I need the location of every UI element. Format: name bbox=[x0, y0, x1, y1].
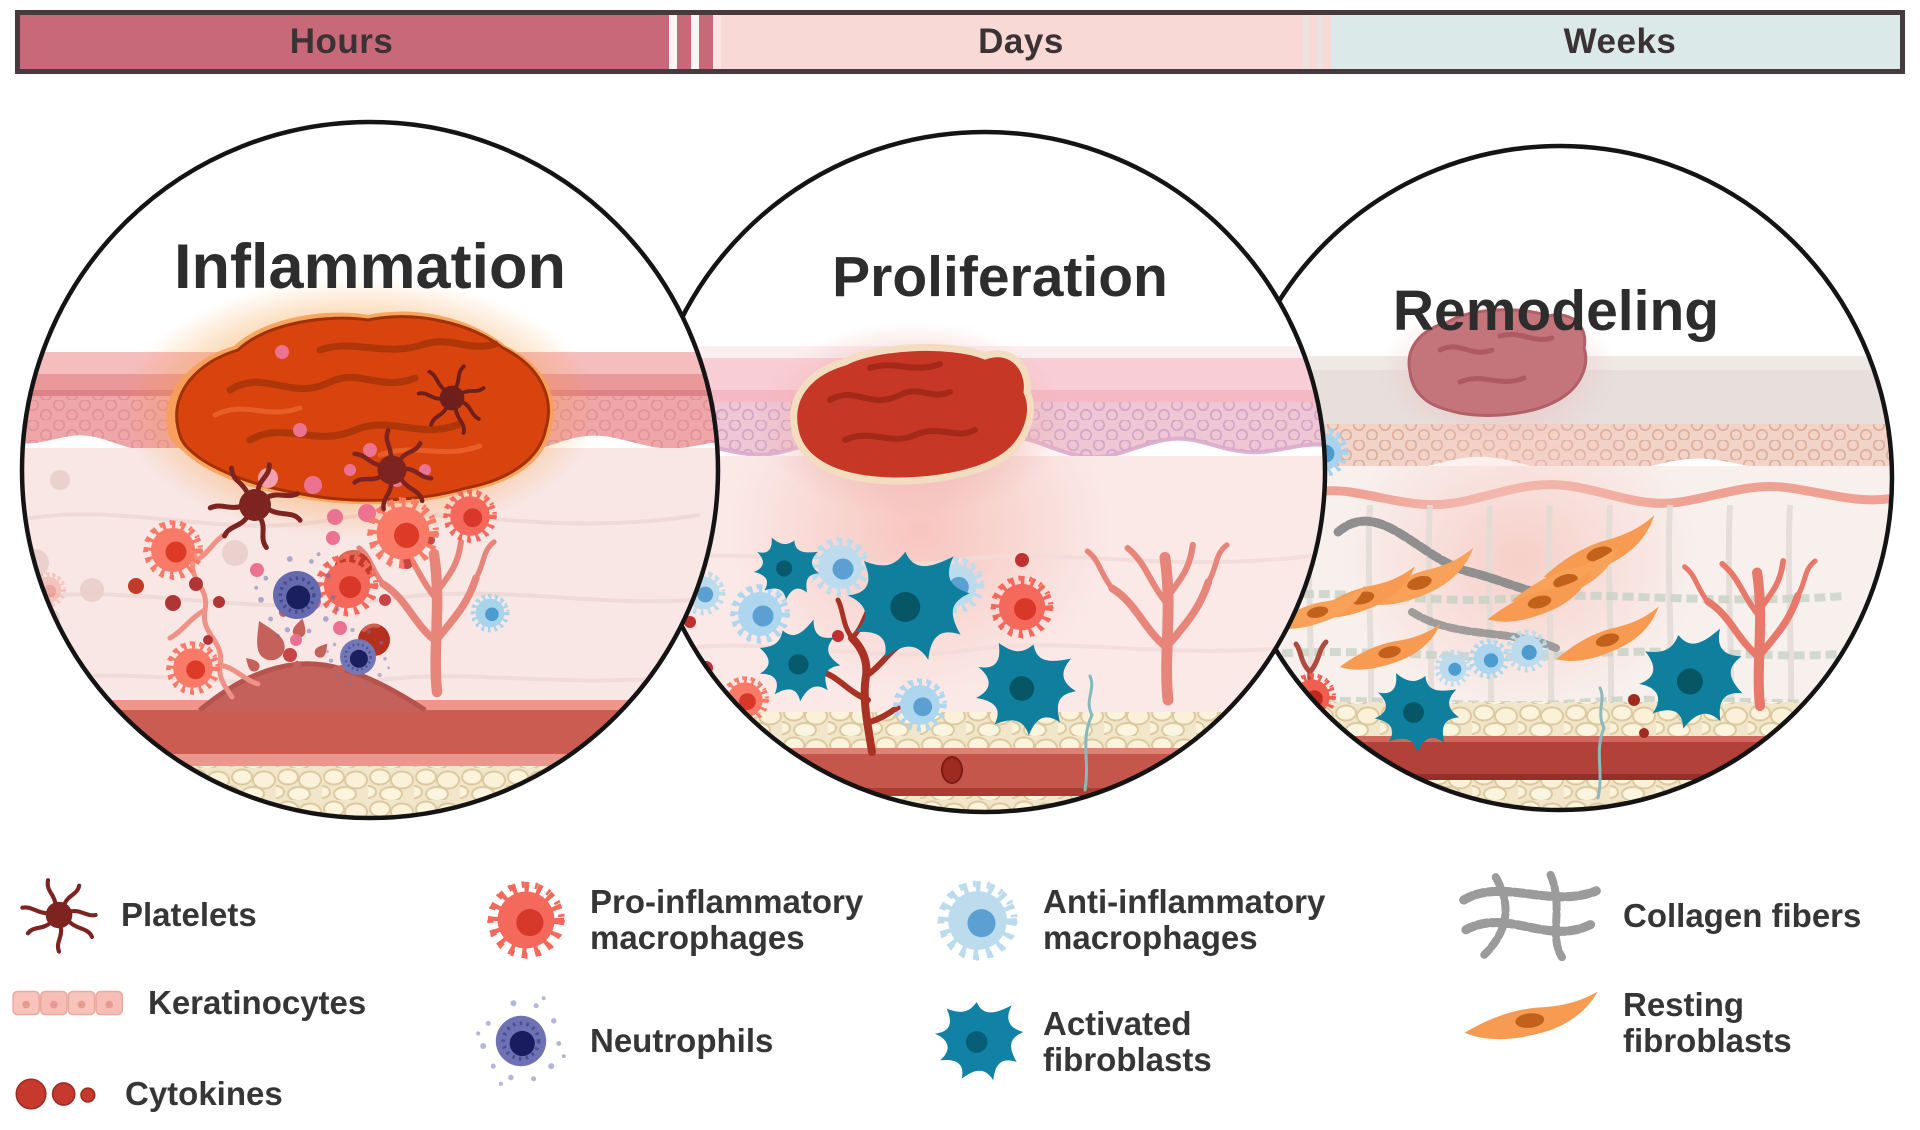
legend-item-pro-inflammatory-macrophages: Pro-inflammatory macrophages bbox=[480, 868, 863, 972]
lymph-thread-icon bbox=[1083, 674, 1094, 792]
timeline-hours-label: Hours bbox=[289, 22, 394, 61]
timeline-weeks-label: Weeks bbox=[1563, 22, 1677, 61]
phase-circle-remodeling bbox=[1225, 143, 1895, 813]
legend-item-platelets: Platelets bbox=[15, 865, 257, 965]
legend-label: Platelets bbox=[121, 895, 257, 933]
legend-label: Anti-inflammatory macrophages bbox=[1043, 882, 1326, 956]
neutrophils-icon bbox=[476, 996, 566, 1086]
red-blood-cell-in-vessel bbox=[941, 756, 963, 784]
phase-circle-inflammation bbox=[19, 119, 721, 821]
scab-remodeling bbox=[1378, 300, 1618, 444]
timeline-weeks-segment: Weeks bbox=[1340, 15, 1900, 69]
phase-circle-proliferation bbox=[642, 129, 1328, 815]
resting-fibroblast-icon bbox=[1464, 991, 1598, 1040]
scab-inflammation bbox=[120, 278, 600, 538]
phase-title-remodeling: Remodeling bbox=[1393, 279, 1719, 343]
phase-title-proliferation: Proliferation bbox=[832, 245, 1168, 309]
legend-label: Cytokines bbox=[125, 1074, 283, 1112]
collagen-fibers-icon bbox=[1463, 874, 1597, 958]
legend-item-collagen-fibers: Collagen fibers bbox=[1455, 868, 1861, 964]
bleeding-spurt bbox=[242, 602, 351, 712]
legend-item-anti-inflammatory-macrophages: Anti-inflammatory macrophages bbox=[930, 868, 1325, 972]
timeline-bar: Hours Days Weeks bbox=[15, 10, 1905, 74]
legend-label: Collagen fibers bbox=[1623, 896, 1862, 934]
legend-label: Neutrophils bbox=[590, 1021, 774, 1059]
anti-inflammatory-macrophage-cell bbox=[472, 595, 508, 631]
phase-title-inflammation: Inflammation bbox=[174, 232, 566, 302]
legend-label: Activated fibroblasts bbox=[1043, 1004, 1212, 1078]
pro-inflammatory-macrophage-icon bbox=[490, 884, 562, 956]
timeline-transition-days-weeks bbox=[1297, 15, 1340, 69]
legend-item-keratinocytes: Keratinocytes bbox=[10, 965, 366, 1041]
timeline-days-label: Days bbox=[978, 22, 1064, 61]
legend-label: Keratinocytes bbox=[148, 983, 367, 1021]
keratinocytes-icon bbox=[12, 990, 124, 1016]
legend-item-resting-fibroblasts: Resting fibroblasts bbox=[1455, 975, 1792, 1071]
legend-item-activated-fibroblasts: Activated fibroblasts bbox=[925, 990, 1212, 1094]
legend-label: Resting fibroblasts bbox=[1623, 985, 1792, 1059]
legend-item-cytokines: Cytokines bbox=[14, 1062, 283, 1126]
timeline-days-segment: Days bbox=[745, 15, 1297, 69]
vessel-plant-icon bbox=[165, 531, 261, 700]
anti-inflammatory-macrophage-icon bbox=[940, 883, 1015, 957]
activated-fibroblast-icon bbox=[935, 1002, 1024, 1081]
scab-proliferation bbox=[757, 322, 1067, 518]
legend-item-neutrophils: Neutrophils bbox=[470, 995, 773, 1087]
platelets-icon bbox=[22, 880, 96, 952]
lymph-thread-icon bbox=[1596, 686, 1606, 800]
cytokines-icon bbox=[15, 1078, 96, 1110]
legend-label: Pro-inflammatory macrophages bbox=[590, 882, 864, 956]
timeline-transition-hours-days bbox=[663, 15, 745, 69]
timeline-hours-segment: Hours bbox=[20, 15, 663, 69]
